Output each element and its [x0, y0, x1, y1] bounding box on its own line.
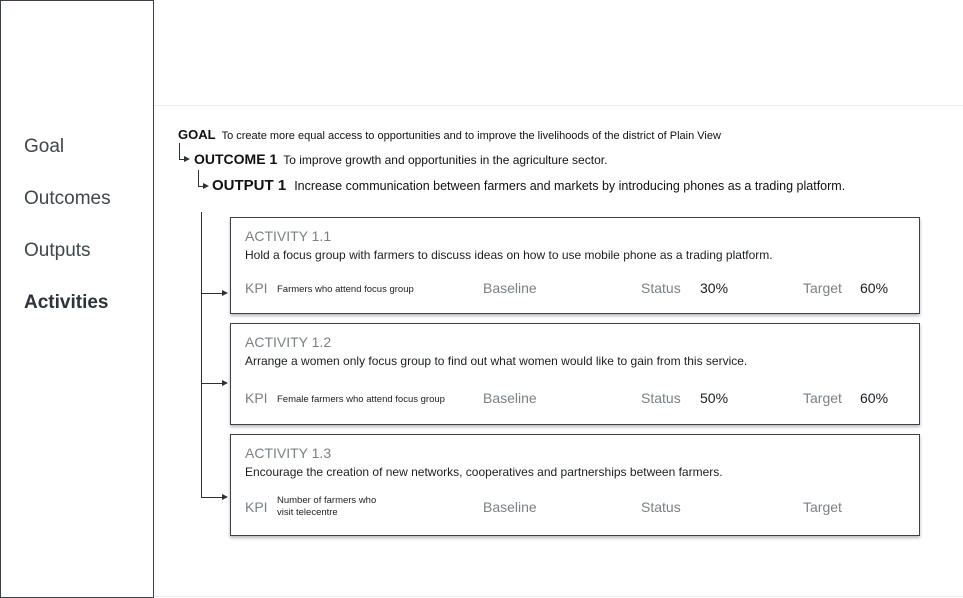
status-label: Status: [641, 280, 681, 296]
baseline-label: Baseline: [483, 499, 537, 515]
target-value: 60%: [860, 390, 889, 406]
goal-key: GOAL: [178, 127, 216, 142]
activity-title: ACTIVITY 1.1: [245, 228, 332, 244]
goal-text: To create more equal access to opportuni…: [221, 130, 721, 142]
activity-card-3[interactable]: ACTIVITY 1.3 Encourage the creation of n…: [230, 434, 920, 536]
activity-3-arrow-icon: [222, 494, 228, 500]
kpi-description: Number of farmers who visit telecentre: [277, 495, 376, 519]
outcome-connector-horizontal: [198, 186, 203, 187]
sidebar: Goal Outcomes Outputs Activities: [0, 0, 154, 598]
target-label: Target: [803, 280, 842, 296]
output-arrow-icon: [203, 183, 209, 189]
kpi-label: KPI: [245, 280, 268, 296]
output-text: Increase communication between farmers a…: [294, 179, 846, 193]
header-divider: [154, 105, 963, 106]
baseline-label: Baseline: [483, 390, 537, 406]
activity-description: Encourage the creation of new networks, …: [245, 465, 723, 479]
goal-connector: [179, 143, 180, 159]
nav-item-outputs[interactable]: Outputs: [24, 240, 91, 261]
status-value: 30%: [700, 280, 729, 296]
baseline-label: Baseline: [483, 280, 537, 296]
nav-item-outcomes[interactable]: Outcomes: [24, 188, 111, 209]
kpi-description-line1: Farmers who attend focus group: [277, 284, 414, 295]
main-bottom-border: [154, 596, 963, 597]
activity-2-arrow-icon: [222, 380, 228, 386]
outcome-connector: [198, 170, 199, 186]
kpi-label: KPI: [245, 390, 268, 406]
activity-3-connector: [201, 497, 222, 498]
target-value: 60%: [860, 280, 889, 296]
status-label: Status: [641, 499, 681, 515]
activity-description: Arrange a women only focus group to find…: [245, 354, 748, 368]
kpi-description-line1: Number of farmers who: [277, 495, 377, 506]
activity-title: ACTIVITY 1.2: [245, 334, 332, 350]
target-label: Target: [803, 499, 842, 515]
outcome-key: OUTCOME 1: [194, 151, 278, 167]
nav-item-activities[interactable]: Activities: [24, 292, 109, 313]
output-key: OUTPUT 1: [212, 177, 287, 194]
outcome-arrow-icon: [184, 156, 190, 162]
target-label: Target: [803, 390, 842, 406]
activity-card-2[interactable]: ACTIVITY 1.2 Arrange a women only focus …: [230, 323, 920, 425]
kpi-description: Female farmers who attend focus group: [277, 394, 445, 406]
goal-connector-horizontal: [179, 159, 184, 160]
nav-item-goal[interactable]: Goal: [24, 136, 65, 157]
activity-tree-line: [201, 212, 202, 498]
activity-1-arrow-icon: [222, 290, 228, 296]
kpi-label: KPI: [245, 499, 268, 515]
output-row: OUTPUT 1 Increase communication between f…: [212, 177, 845, 194]
status-value: 50%: [700, 390, 729, 406]
activity-1-connector: [201, 293, 222, 294]
activity-2-connector: [201, 383, 222, 384]
outcome-row: OUTCOME 1 To improve growth and opportuni…: [194, 151, 607, 167]
status-label: Status: [641, 390, 681, 406]
activity-title: ACTIVITY 1.3: [245, 445, 332, 461]
outcome-text: To improve growth and opportunities in t…: [283, 153, 608, 167]
kpi-description-line1: Female farmers who attend focus group: [277, 394, 445, 405]
goal-row: GOAL To create more equal access to oppor…: [178, 127, 721, 142]
activity-description: Hold a focus group with farmers to discu…: [245, 248, 773, 262]
kpi-description-line2: visit telecentre: [277, 507, 338, 518]
activity-card-1[interactable]: ACTIVITY 1.1 Hold a focus group with far…: [230, 217, 920, 314]
kpi-description: Farmers who attend focus group: [277, 284, 414, 296]
